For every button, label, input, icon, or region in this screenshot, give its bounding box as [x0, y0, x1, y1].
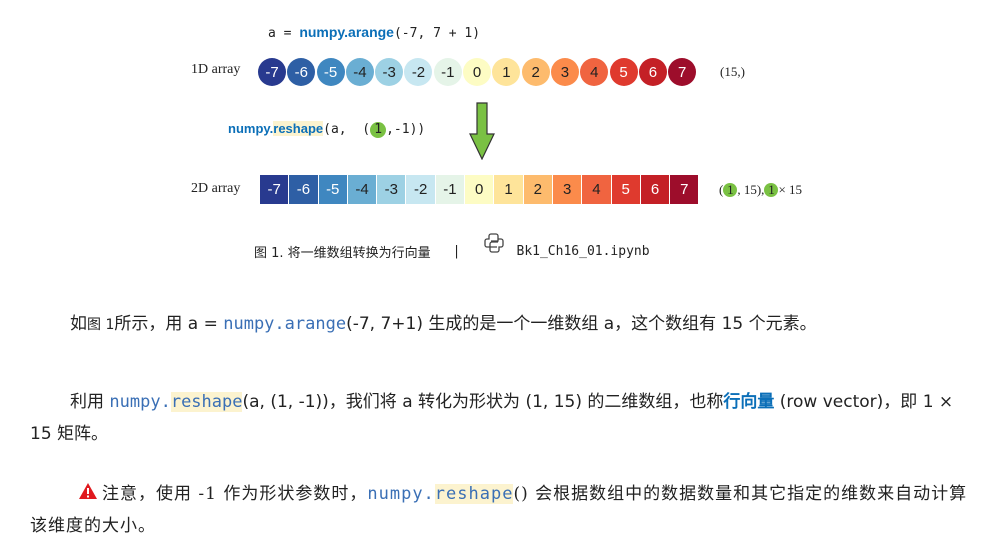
- array-2d-element: 5: [611, 175, 640, 204]
- term-row-vector: 行向量: [723, 392, 775, 412]
- caption-label: 图 1. 将一维数组转换为行向量: [254, 245, 431, 261]
- p3-text-1: 注意，使用 -1 作为形状参数时，: [102, 484, 368, 504]
- array-1d-element: -2: [404, 58, 433, 86]
- array-1d-element: 4: [580, 58, 609, 86]
- array-2d-element: -6: [289, 175, 318, 204]
- array-2d-element: 3: [552, 175, 582, 204]
- python-icon[interactable]: [483, 232, 505, 254]
- shape-rest: , 15),: [737, 182, 765, 197]
- array-1d-element: -3: [375, 58, 404, 86]
- code-prefix: a =: [268, 26, 300, 41]
- array-1d-element: 3: [550, 58, 579, 86]
- p1-code: numpy.arange: [223, 314, 347, 334]
- down-arrow-icon: [469, 102, 495, 160]
- p2-text-1: 利用: [70, 392, 110, 412]
- figure-caption: 图 1. 将一维数组转换为行向量 | Bk1_Ch16_01.ipynb: [254, 233, 650, 262]
- p1-text-3: (-7, 7+1) 生成的是一个一维数组 a，这个数组有 15 个元素。: [346, 314, 817, 334]
- array-1d-element: -5: [316, 58, 345, 86]
- paragraph-2: 利用 numpy.reshape(a, (1, -1))，我们将 a 转化为形状…: [30, 386, 980, 450]
- arange-args: (-7, 7 + 1): [393, 26, 481, 41]
- p1-text-2: 所示，用 a =: [114, 314, 224, 334]
- notebook-filename[interactable]: Bk1_Ch16_01.ipynb: [516, 243, 650, 259]
- label-1d-array: 1D array: [191, 62, 241, 77]
- arange-code-line: a = numpy.arange(-7, 7 + 1): [268, 24, 480, 41]
- shape-1d: (15,): [720, 64, 745, 79]
- array-2d-element: 1: [494, 175, 523, 204]
- p1-text-1: 如: [70, 314, 87, 334]
- label-2d-array: 2D array: [191, 181, 241, 196]
- array-1d-element: 1: [492, 58, 521, 86]
- p3-text-2: () 会根据数组中的数据数量和其它指定的维数来自动计算该维度的大小。: [30, 484, 968, 536]
- p2-text-2: (a, (1, -1))，我们将 a 转化为形状为 (1, 15) 的二维数组，…: [242, 392, 724, 412]
- array-1d-element: 0: [463, 58, 492, 86]
- reshape-args-b: ,-1)): [386, 122, 426, 137]
- array-2d-element: 6: [640, 175, 670, 204]
- reshape-args-a: (a, (: [323, 122, 371, 137]
- array-2d-element: -3: [377, 175, 406, 204]
- array-2d-element: 0: [465, 175, 494, 204]
- array-2d-element: -2: [406, 175, 435, 204]
- p2-code-a: numpy.: [109, 392, 171, 412]
- shape-open-paren: (: [719, 182, 724, 197]
- array-2d-element: -5: [318, 175, 347, 204]
- shape-2d: (1, 15),1× 15: [719, 182, 802, 198]
- p3-code-b: reshape: [434, 484, 514, 504]
- p3-code-a: numpy.: [367, 484, 435, 504]
- array-1d-element: -1: [433, 58, 462, 86]
- array-1d-element: -6: [287, 58, 316, 86]
- array-2d-element: 4: [582, 175, 611, 204]
- array-2d-element: 7: [670, 175, 699, 204]
- p2-text-3: (row vector)，即 1 × 15 矩阵。: [30, 392, 954, 444]
- paragraph-1: 如图 1所示，用 a = numpy.arange(-7, 7+1) 生成的是一…: [30, 308, 980, 341]
- array-1d-element: -4: [345, 58, 374, 86]
- shape-one-dot-b: 1: [764, 183, 779, 197]
- array-2d-element: 2: [523, 175, 552, 204]
- array-1d-element: 7: [668, 58, 697, 86]
- caption-separator: |: [452, 243, 461, 259]
- array-2d-element: -4: [347, 175, 377, 204]
- array-1d-element: 5: [609, 58, 638, 86]
- highlight-one-dot: 1: [370, 122, 387, 138]
- reshape-code-line: numpy.reshape(a, (1,-1)): [228, 121, 425, 138]
- p2-code-b: reshape: [170, 392, 243, 412]
- array-1d-element: 2: [521, 58, 550, 86]
- reshape-func-name: reshape: [273, 121, 324, 136]
- shape-one-dot: 1: [723, 183, 738, 197]
- array-1d-element: -7: [258, 58, 286, 86]
- shape-times: × 15: [778, 182, 803, 197]
- array-1d-element: 6: [638, 58, 667, 86]
- array-2d-element: -7: [260, 175, 289, 204]
- array-2d-element: -1: [435, 175, 465, 204]
- paragraph-3-note: 注意，使用 -1 作为形状参数时，numpy.reshape() 会根据数组中的…: [30, 478, 980, 542]
- arange-func: numpy.arange: [299, 24, 394, 40]
- warning-icon: [79, 483, 97, 499]
- reshape-func-prefix: numpy.: [228, 121, 274, 136]
- figure-ref-link[interactable]: 图 1: [87, 317, 115, 333]
